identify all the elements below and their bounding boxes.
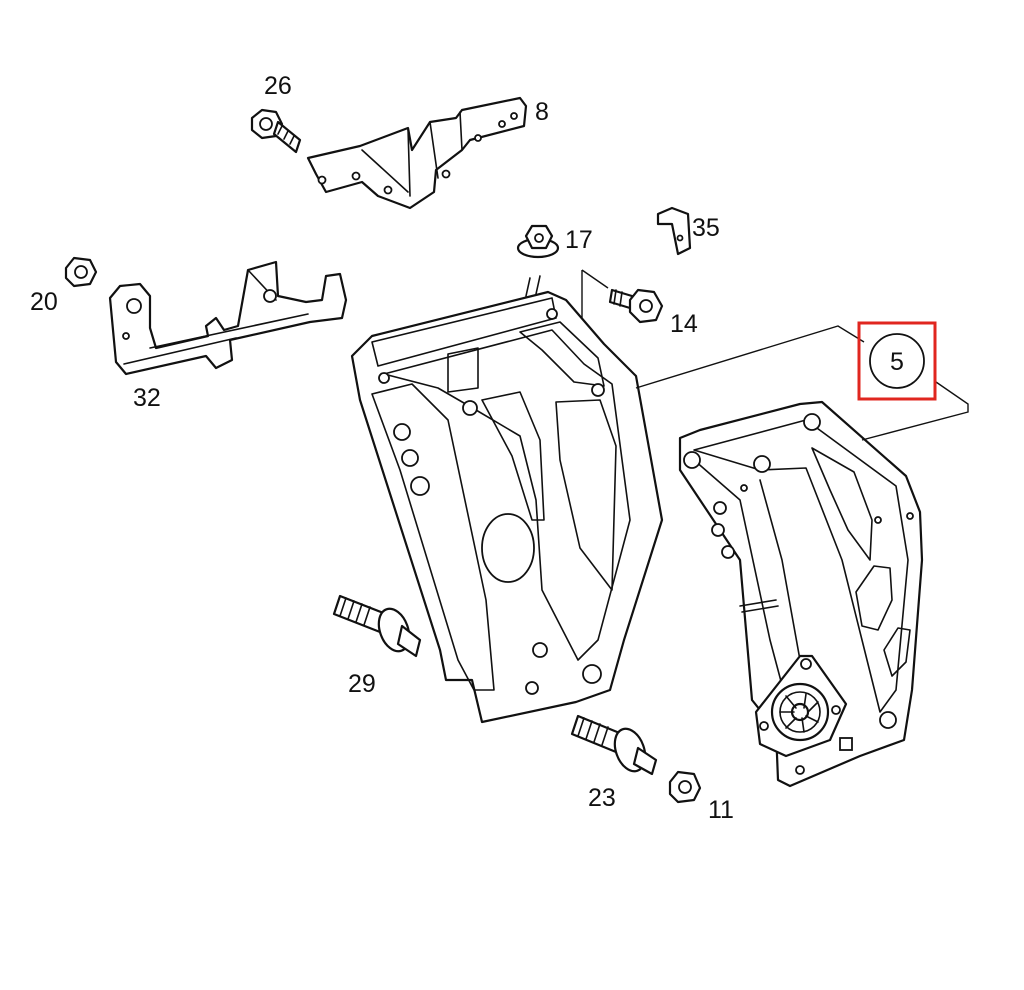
label-17: 17 bbox=[565, 226, 593, 254]
part-8-bracket[interactable] bbox=[306, 96, 528, 210]
label-8: 8 bbox=[535, 98, 549, 126]
label-11: 11 bbox=[708, 796, 734, 824]
assembly-lines-5 bbox=[635, 325, 969, 441]
part-17-flange-nut[interactable] bbox=[516, 224, 560, 259]
part-20-nut[interactable] bbox=[64, 256, 98, 288]
label-23: 23 bbox=[588, 784, 616, 812]
part-35-clip[interactable] bbox=[656, 206, 692, 256]
label-20: 20 bbox=[30, 288, 58, 316]
label-32: 32 bbox=[133, 384, 161, 412]
leader-line-14 bbox=[581, 269, 609, 289]
callout-5[interactable]: 5 bbox=[857, 321, 937, 401]
label-14: 14 bbox=[670, 310, 698, 338]
part-32-bracket[interactable] bbox=[108, 260, 348, 376]
label-26: 26 bbox=[264, 72, 292, 100]
center-frame[interactable] bbox=[350, 275, 664, 724]
part-26-bolt[interactable] bbox=[250, 108, 302, 154]
part-29-bolt[interactable] bbox=[332, 594, 422, 658]
highlight-box bbox=[857, 321, 937, 401]
part-11-nut[interactable] bbox=[668, 770, 702, 804]
part-23-bolt[interactable] bbox=[570, 714, 658, 776]
label-5: 5 bbox=[890, 348, 904, 376]
label-35: 35 bbox=[692, 214, 720, 242]
motor-icon bbox=[754, 654, 848, 758]
part-5-frame-assembly[interactable] bbox=[678, 400, 924, 788]
part-14-bolt[interactable] bbox=[608, 288, 664, 324]
label-29: 29 bbox=[348, 670, 376, 698]
